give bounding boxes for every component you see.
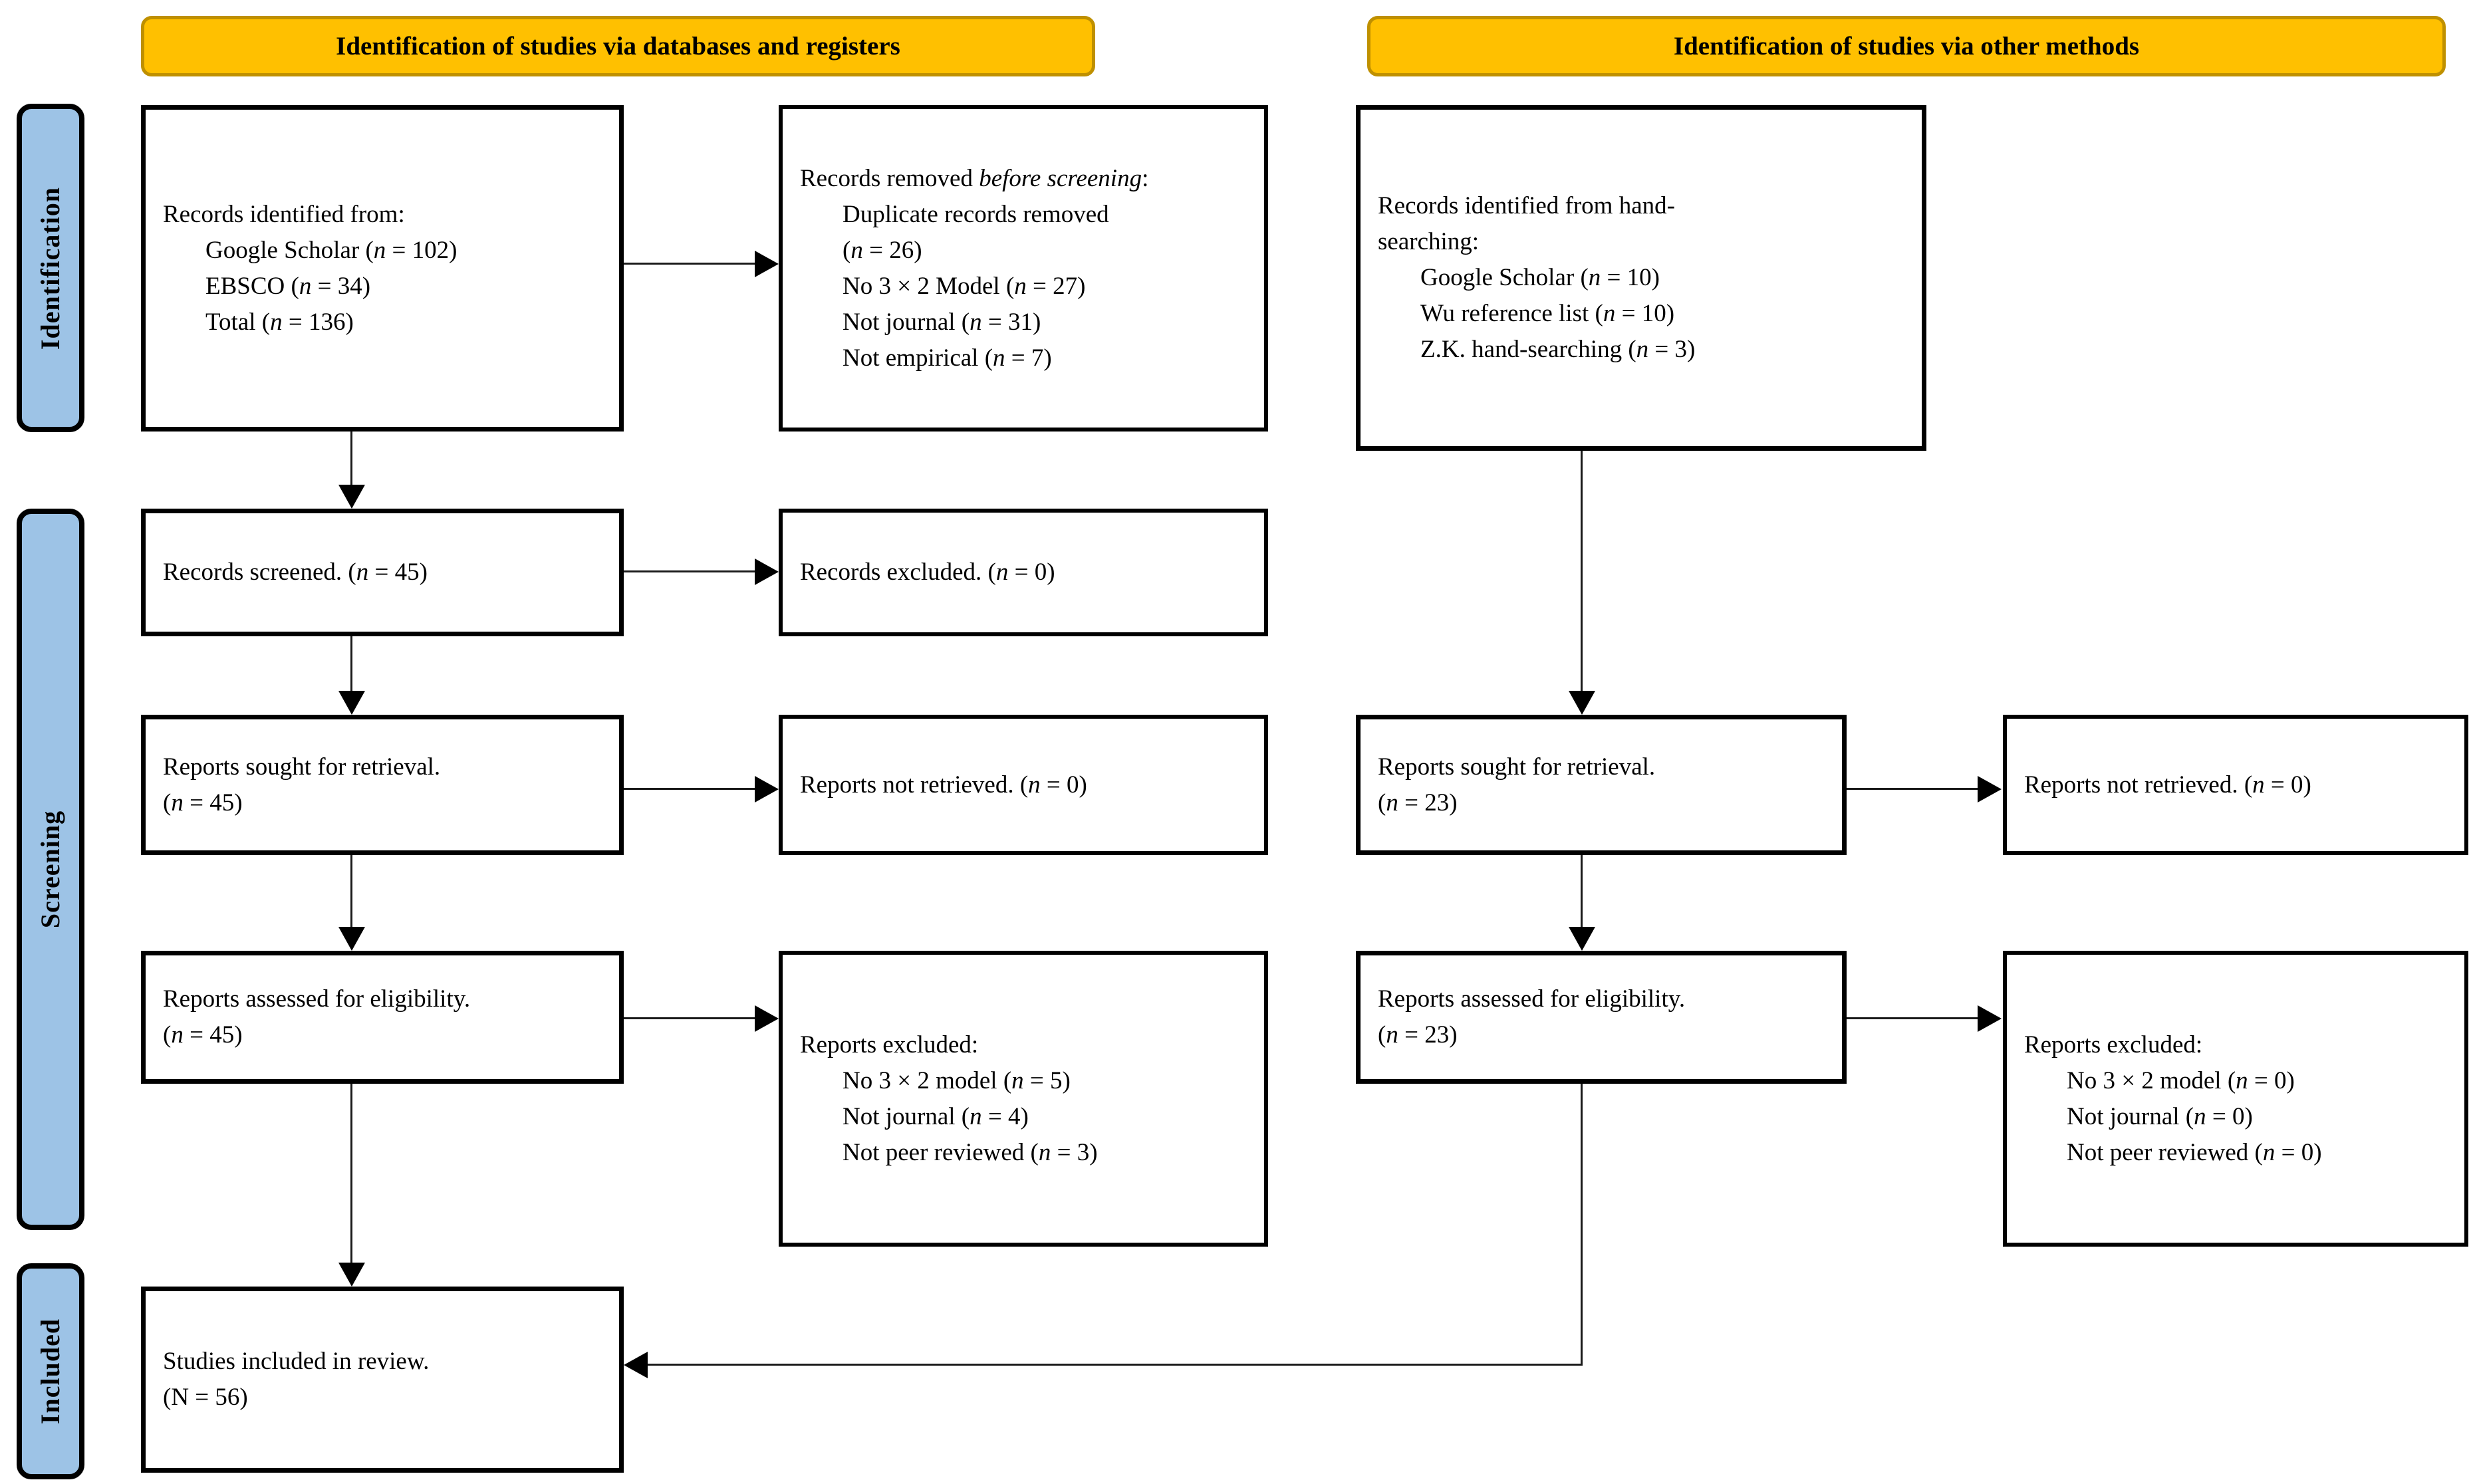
sidebar-identification: Identification	[17, 104, 84, 432]
box-text-line: (N = 56)	[163, 1384, 248, 1411]
sidebar-included: Included	[17, 1263, 84, 1479]
box-text-line: Duplicate records removed	[843, 200, 1109, 228]
box-text-line: Reports excluded:	[2024, 1031, 2203, 1058]
box-text-line: (n = 23)	[1378, 789, 1458, 816]
box-text-line: Records removed before screening:	[800, 164, 1149, 192]
box-text-line: Records screened. (n = 45)	[163, 558, 428, 586]
sidebar-screening-label: Screening	[35, 810, 66, 929]
flow-arrow-sought-to-assessed-other	[1581, 855, 1583, 928]
banner-other-methods: Identification of studies via other meth…	[1367, 16, 2446, 76]
box-text-line: Reports sought for retrieval.	[1378, 753, 1656, 781]
arrowhead-right-icon	[755, 251, 779, 277]
box-text-line: (n = 45)	[163, 789, 243, 816]
banner-databases-registers-label: Identification of studies via databases …	[336, 32, 900, 61]
box-text-line: No 3 × 2 Model (n = 27)	[843, 272, 1086, 300]
arrowhead-down-icon	[338, 485, 365, 509]
box-text-line: (n = 26)	[843, 236, 922, 264]
flow-arrow-assessed-to-excluded-db	[624, 1017, 757, 1019]
flow-arrow-screened-to-sought	[350, 636, 352, 692]
box-reports-excluded-other: Reports excluded: No 3 × 2 model (n = 0) N…	[2003, 951, 2468, 1247]
box-records-excluded: Records excluded. (n = 0)	[779, 509, 1268, 636]
arrowhead-down-icon	[1569, 927, 1595, 951]
box-text-line: Not peer reviewed (n = 0)	[2067, 1138, 2322, 1166]
box-text-line: Reports sought for retrieval.	[163, 753, 441, 781]
box-text-line: Total (n = 136)	[205, 308, 354, 336]
flow-arrow-screened-to-excluded	[624, 570, 757, 572]
box-text-line: Z.K. hand-searching (n = 3)	[1420, 336, 1696, 363]
banner-other-methods-label: Identification of studies via other meth…	[1673, 32, 2140, 61]
box-text-line: Google Scholar (n = 102)	[205, 236, 457, 264]
box-records-identified: Records identified from: Google Scholar (…	[141, 105, 624, 432]
arrowhead-right-icon	[1978, 1005, 2002, 1032]
box-text-line: Not peer reviewed (n = 3)	[843, 1138, 1098, 1166]
box-records-screened: Records screened. (n = 45)	[141, 509, 624, 636]
arrowhead-right-icon	[755, 558, 779, 585]
box-reports-excluded-db: Reports excluded: No 3 × 2 model (n = 5) N…	[779, 951, 1268, 1247]
box-reports-sought-other: Reports sought for retrieval. (n = 23)	[1356, 715, 1847, 855]
box-text-line: (n = 23)	[1378, 1021, 1458, 1049]
flow-connector-other-left	[646, 1364, 1583, 1366]
box-reports-assessed-db: Reports assessed for eligibility. (n = 45…	[141, 951, 624, 1084]
flow-arrow-assessed-to-included	[350, 1084, 352, 1264]
banner-databases-registers: Identification of studies via databases …	[141, 16, 1095, 76]
box-text-line: Not journal (n = 4)	[843, 1102, 1029, 1130]
box-reports-sought-db: Reports sought for retrieval. (n = 45)	[141, 715, 624, 855]
flow-arrow-sought-to-assessed-db	[350, 855, 352, 928]
flow-arrow-assessed-to-excluded-other	[1847, 1017, 1980, 1019]
flow-arrow-hand-to-sought	[1581, 451, 1583, 692]
box-text-line: Wu reference list (n = 10)	[1420, 300, 1675, 327]
arrowhead-down-icon	[338, 1263, 365, 1287]
arrowhead-right-icon	[755, 1005, 779, 1032]
box-reports-not-retrieved-db: Reports not retrieved. (n = 0)	[779, 715, 1268, 855]
flow-arrow-sought-to-notretrieved-other	[1847, 788, 1980, 790]
flow-arrow-sought-to-notretrieved-db	[624, 788, 757, 790]
arrowhead-right-icon	[1978, 776, 2002, 803]
box-text-line: Reports not retrieved. (n = 0)	[800, 771, 1087, 799]
box-text-line: Not journal (n = 0)	[2067, 1102, 2253, 1130]
box-text-line: Records excluded. (n = 0)	[800, 558, 1055, 586]
flow-arrow-identified-to-removed	[624, 263, 757, 265]
box-text-line: Reports excluded:	[800, 1031, 979, 1058]
arrowhead-down-icon	[338, 927, 365, 951]
box-text-line: No 3 × 2 model (n = 0)	[2067, 1066, 2295, 1094]
box-text-line: Reports assessed for eligibility.	[1378, 985, 1686, 1013]
box-text-line: Reports assessed for eligibility.	[163, 985, 471, 1013]
box-text-line: (n = 45)	[163, 1021, 243, 1049]
box-reports-assessed-other: Reports assessed for eligibility. (n = 23…	[1356, 951, 1847, 1084]
box-text-line: No 3 × 2 model (n = 5)	[843, 1066, 1071, 1094]
sidebar-included-label: Included	[35, 1318, 66, 1425]
box-text-line: EBSCO (n = 34)	[205, 272, 371, 300]
box-reports-not-retrieved-other: Reports not retrieved. (n = 0)	[2003, 715, 2468, 855]
arrowhead-down-icon	[338, 691, 365, 715]
box-text-line: Not journal (n = 31)	[843, 308, 1041, 336]
box-records-removed: Records removed before screening: Duplica…	[779, 105, 1268, 432]
sidebar-screening: Screening	[17, 509, 84, 1230]
box-studies-included: Studies included in review. (N = 56)	[141, 1287, 624, 1473]
arrowhead-down-icon	[1569, 691, 1595, 715]
box-text-line: searching:	[1378, 228, 1480, 255]
arrowhead-right-icon	[755, 776, 779, 803]
flow-connector-other-down	[1581, 1084, 1583, 1365]
flow-arrow-identified-to-screened	[350, 432, 352, 486]
box-records-hand-searching: Records identified from hand-searching: G…	[1356, 105, 1926, 451]
arrowhead-left-icon	[624, 1352, 648, 1378]
box-text-line: Studies included in review.	[163, 1348, 430, 1375]
sidebar-identification-label: Identification	[35, 186, 66, 350]
box-text-line: Records identified from:	[163, 200, 405, 228]
box-text-line: Reports not retrieved. (n = 0)	[2024, 771, 2311, 799]
box-text-line: Records identified from hand-	[1378, 192, 1675, 219]
box-text-line: Google Scholar (n = 10)	[1420, 264, 1660, 291]
box-text-line: Not empirical (n = 7)	[843, 344, 1052, 372]
